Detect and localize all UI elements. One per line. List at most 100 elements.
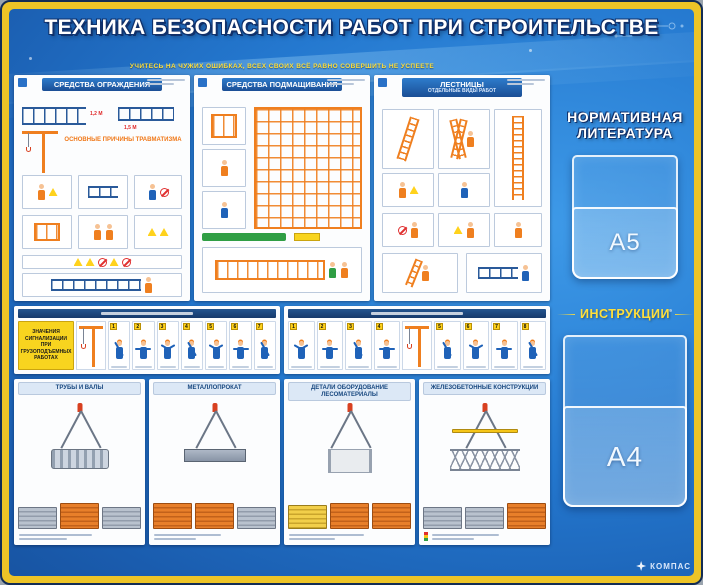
pocket-a5: А5 [572,155,678,280]
literature-heading-line1: НОРМАТИВНАЯ [567,109,683,125]
slinging-scheme [423,403,546,481]
ladder-icon [512,116,524,200]
signal-caption-bar [522,365,543,368]
ladder-scene [382,173,434,207]
signal-number: 4 [182,323,190,330]
crane-panel [402,321,432,370]
stack-icon [372,503,411,529]
signal-number: 2 [318,323,326,330]
signal-figure: 1 [288,321,315,370]
warning-triangle-icon [85,258,95,266]
signalman-figure-icon [208,341,224,363]
publisher-logo-icon [18,78,27,87]
crane-panel [76,321,106,370]
scaffold-scene [202,149,246,187]
crane-hook-icon [347,403,352,412]
hazard-scene [78,175,128,209]
ladder-scene [382,213,434,247]
poster-footer-text [19,532,140,541]
material-stacks [18,497,141,529]
poster-footer-text [154,532,275,541]
crane-hook-icon [212,403,217,412]
worker-icon [105,224,114,240]
signal-number: 6 [464,323,472,330]
poster-title: СРЕДСТВА ОГРАЖДЕНИЯ [42,78,162,92]
slinging-scheme [18,403,141,481]
poster-title: ДЕТАЛИ ОБОРУДОВАНИЕ ЛЕСОМАТЕРИАЛЫ [288,382,411,402]
material-stacks [288,497,411,529]
warning-triangle-icon [453,226,463,234]
poster-slinging-details: ДЕТАЛИ ОБОРУДОВАНИЕ ЛЕСОМАТЕРИАЛЫ [284,379,415,545]
stack-icon [153,503,192,529]
board-motto: УЧИТЕСЬ НА ЧУЖИХ ОШИБКАХ, ВСЕХ СВОИХ ВСЁ… [129,63,435,70]
circuit-decoration [614,22,684,38]
signal-number: 3 [347,323,354,330]
worker-icon [148,184,157,200]
signal-caption-bar [437,365,458,368]
signal-figure: 2 [132,321,155,370]
signal-number: 8 [521,323,529,330]
hazard-scene [134,215,182,249]
board-background: ТЕХНИКА БЕЗОПАСНОСТИ РАБОТ ПРИ СТРОИТЕЛЬ… [9,9,694,576]
ladder-scene [438,173,490,207]
signal-caption-bar [348,365,369,368]
worker-icon [460,182,469,198]
signal-figure: 5 [434,321,461,370]
poster-signals-2: 1 2 3 4 5 6 7 [284,306,550,374]
tower-crane-icon [79,326,103,367]
signal-caption-bar [232,365,249,368]
worker-icon [521,265,530,281]
signal-caption-bar [111,365,128,368]
worker-icon [144,277,153,293]
side-panel: НОРМАТИВНАЯ ЛИТЕРАТУРА А5 ИНСТРУКЦИИ А4 [557,63,694,571]
signal-figure: 4 [180,321,204,370]
signalman-figure-icon [293,341,309,363]
signalman-figure-icon [496,341,513,363]
signal-figure: 7 [253,321,276,370]
prohibition-sign-icon [97,257,107,267]
worker-icon [466,131,475,147]
stack-icon [465,507,504,529]
dimension-label: 1,5 М [124,125,137,131]
signalman-figure-icon [468,341,484,363]
signal-figure: 6 [462,321,489,370]
material-stacks [153,497,276,529]
steel-beam-load-icon [183,449,246,462]
signal-figure: 4 [373,321,400,370]
brand-name: КОМПАС [650,561,691,571]
worker-icon [466,222,475,238]
bundle-load-icon [327,449,372,473]
signal-number: 2 [134,323,142,330]
poster-meta-text [147,79,185,87]
tower-crane-icon [22,131,58,173]
signal-caption-bar [319,365,340,368]
warning-triangle-icon [109,258,119,266]
prohibition-sign-icon [159,187,169,197]
mobile-platform-scene [202,247,362,293]
scaffold-tower-diagram [254,107,362,229]
poster-meta-text [507,79,545,87]
signal-number: 5 [436,323,443,330]
worker-icon [398,182,407,198]
warning-triangle-icon [147,228,157,236]
stepladder-scene [438,109,490,169]
stack-icon [60,503,99,529]
yellow-caption-chip [294,233,320,241]
instructions-heading-text: ИНСТРУКЦИИ [579,307,671,322]
poster-title: ЖЕЛЕЗОБЕТОННЫЕ КОНСТРУКЦИИ [423,382,546,395]
warning-triangle-icon [409,186,419,194]
signal-figure: 6 [229,321,252,370]
worker-icon [220,160,229,176]
literature-heading: НОРМАТИВНАЯ ЛИТЕРАТУРА [567,109,683,141]
poster-footer-text [289,532,410,541]
signal-figure: 3 [156,321,179,370]
poster-title-sub: ОТДЕЛЬНЫЕ ВИДЫ РАБОТ [427,87,497,94]
signal-figures-row: ЗНАЧЕНИЯ СИГНАЛИЗАЦИИ ПРИ ГРУЗОПОДЪЕМНЫХ… [18,321,276,370]
stack-icon [102,507,141,529]
dot-decoration [669,309,672,312]
stack-icon [237,507,276,529]
signalman-figure-icon [442,341,453,363]
stack-icon [195,503,234,529]
